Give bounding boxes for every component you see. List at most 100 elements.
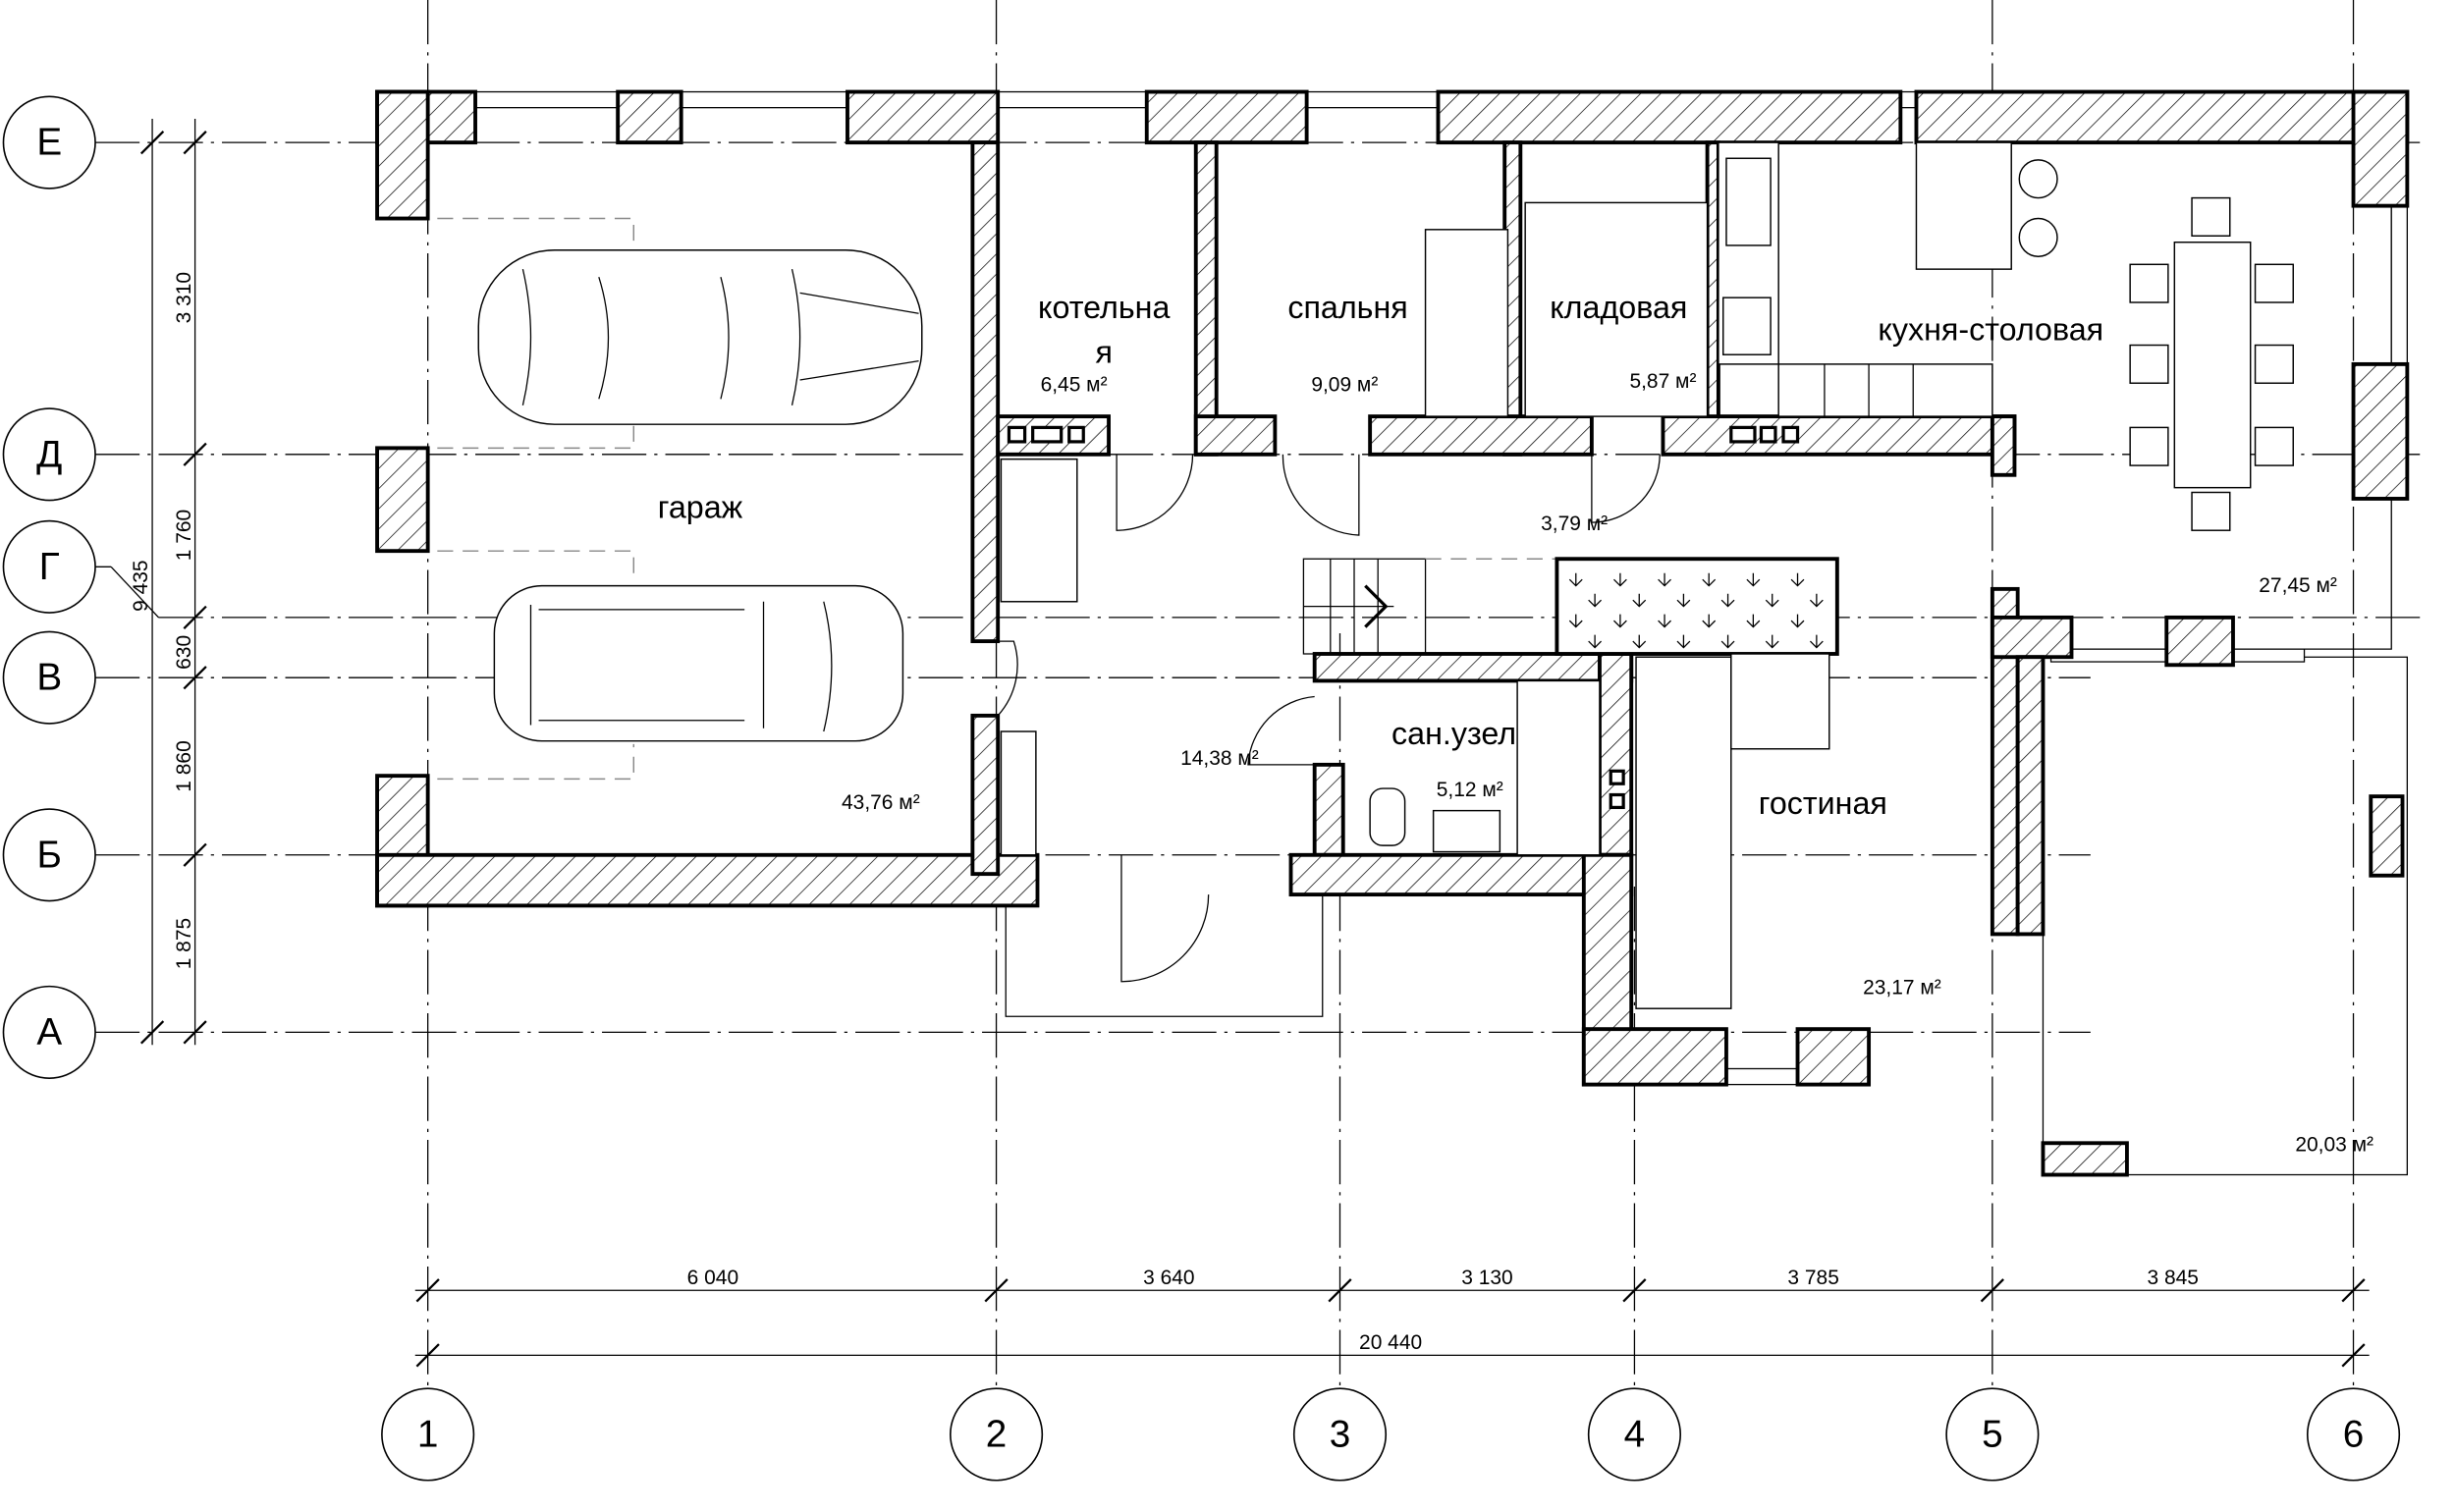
kitchen-cabinets: [1777, 363, 1993, 417]
room-area-terrace: 20,03 м²: [2295, 1133, 2373, 1156]
column-axis-bubbles: 1 2 3 4 5 6: [381, 1387, 2401, 1482]
dim-label: 630: [173, 635, 195, 670]
axis-label: Д: [36, 433, 62, 475]
kitchen-furniture: [1718, 141, 2294, 531]
planter-arrow-icon: [1790, 614, 1805, 628]
room-name-garage: гараж: [658, 489, 743, 524]
room-name-bedroom: спальня: [1287, 290, 1407, 325]
planter-arrow-icon: [1765, 593, 1779, 608]
car-bottom: [493, 584, 904, 742]
room-name-kitchen: кухня-столовая: [1878, 312, 2103, 348]
bar-stool: [2018, 159, 2058, 199]
room-area-living: 23,17 м²: [1863, 977, 1941, 999]
planter-arrow-icon: [1702, 572, 1717, 587]
room-name-storage: кладовая: [1550, 290, 1687, 325]
doors: [997, 454, 1993, 983]
room-name-living: гостиная: [1759, 785, 1887, 821]
stairs: [1302, 558, 1557, 655]
dim-label: 3 785: [1787, 1267, 1838, 1289]
axis-label: 6: [2343, 1413, 2365, 1455]
planter-arrow-icon: [1658, 572, 1671, 587]
room-labels: гараж 43,76 м² котельна я 6,45 м² спальн…: [658, 290, 2373, 1156]
axis-label: 3: [1330, 1413, 1351, 1455]
hall-cabinet: [1000, 730, 1037, 856]
dining-table: [2173, 241, 2252, 489]
kitchen-island: [1915, 141, 2012, 270]
axis-label: Е: [36, 122, 62, 164]
room-area-corridor: 3,79 м²: [1541, 513, 1608, 535]
axis-label: 5: [1982, 1413, 2003, 1455]
car-top: [437, 217, 923, 781]
dining-chairs: [2129, 196, 2294, 531]
planter-arrow-icon: [1658, 614, 1671, 628]
axis-label: В: [36, 657, 62, 699]
washbasin: [1432, 809, 1501, 853]
planter-arrow-icon: [1720, 593, 1735, 608]
axis-bubble-D: Д: [2, 407, 96, 502]
room-name-bathroom: сан.узел: [1391, 716, 1516, 751]
axis-label: Г: [39, 546, 60, 588]
axis-bubble-5: 5: [1945, 1387, 2040, 1482]
planter-arrow-icon: [1568, 614, 1583, 628]
axis-bubble-1: 1: [381, 1387, 475, 1482]
axis-label: Б: [37, 834, 62, 876]
walls: [375, 89, 2410, 1087]
dim-label: 3 845: [2147, 1267, 2198, 1289]
horizontal-dimensions: 6 040 3 640 3 130 3 785 3 845 20 440: [414, 1267, 2370, 1368]
axis-bubble-6: 6: [2306, 1387, 2401, 1482]
sink-icon: [1725, 157, 1772, 246]
axis-bubble-B: Б: [2, 808, 96, 902]
planter-arrow-icon: [1809, 593, 1824, 608]
room-name-boiler: котельна: [1038, 290, 1170, 325]
dim-label: 6 040: [687, 1267, 738, 1289]
planter-arrow-icon: [1790, 572, 1805, 587]
axis-label: 4: [1624, 1413, 1646, 1455]
sofa: [1635, 656, 1732, 1009]
room-area-garage: 43,76 м²: [842, 791, 920, 814]
storage-shelf: [1524, 201, 1709, 417]
planter-arrow-icon: [1613, 614, 1627, 628]
axis-bubble-3: 3: [1292, 1387, 1388, 1482]
room-area-bathroom: 5,12 м²: [1437, 779, 1503, 801]
axis-bubble-4: 4: [1587, 1387, 1681, 1482]
vertical-dimensions: 3 310 1 760 630 1 860 1 875 9 435: [130, 118, 207, 1046]
terrace-pillar: [2369, 794, 2405, 878]
stove-icon: [1722, 297, 1772, 355]
planter-arrow-icon: [1568, 572, 1583, 587]
planter-arrow-icon: [1765, 634, 1779, 649]
terrace-pillar: [2041, 1141, 2129, 1177]
axis-bubble-G: Г: [2, 519, 159, 619]
dim-label: 1 860: [173, 740, 195, 791]
axis-bubble-V: В: [2, 630, 96, 725]
sofa-corner: [1730, 653, 1830, 750]
planter-arrow-icon: [1746, 572, 1761, 587]
dim-label: 3 310: [173, 272, 195, 323]
planter-arrow-icon: [1588, 634, 1603, 649]
bar-stool: [2018, 217, 2058, 257]
axis-label: А: [36, 1011, 62, 1053]
dim-total-label: 9 435: [130, 560, 152, 611]
room-name-boiler-wrap: я: [1095, 334, 1112, 369]
planter-arrow-icon: [1676, 593, 1691, 608]
room-area-kitchen: 27,45 м²: [2259, 574, 2337, 597]
axis-label: 1: [417, 1413, 439, 1455]
planter-arrow-icon: [1720, 634, 1735, 649]
room-area-hall: 14,38 м²: [1180, 747, 1259, 770]
dim-label: 1 760: [173, 510, 195, 561]
dim-label: 3 640: [1143, 1267, 1194, 1289]
planter-arrow-icon: [1588, 593, 1603, 608]
row-axis-bubbles: Е Д Г В Б А: [2, 95, 159, 1079]
axis-bubble-2: 2: [949, 1387, 1044, 1482]
bed: [1424, 229, 1509, 417]
planter-arrow-icon: [1702, 614, 1717, 628]
boiler-unit: [1000, 458, 1078, 603]
chimney-flues: [1007, 425, 1800, 810]
entrance-porch: [1005, 894, 1324, 1017]
planter-arrow-icon: [1632, 593, 1647, 608]
other-furniture: [1000, 201, 1830, 1009]
planter-arrow-icon: [1676, 634, 1691, 649]
dim-total-label: 20 440: [1359, 1331, 1422, 1354]
axis-bubble-A: А: [2, 985, 96, 1079]
planter-arrow-icon: [1809, 634, 1824, 649]
